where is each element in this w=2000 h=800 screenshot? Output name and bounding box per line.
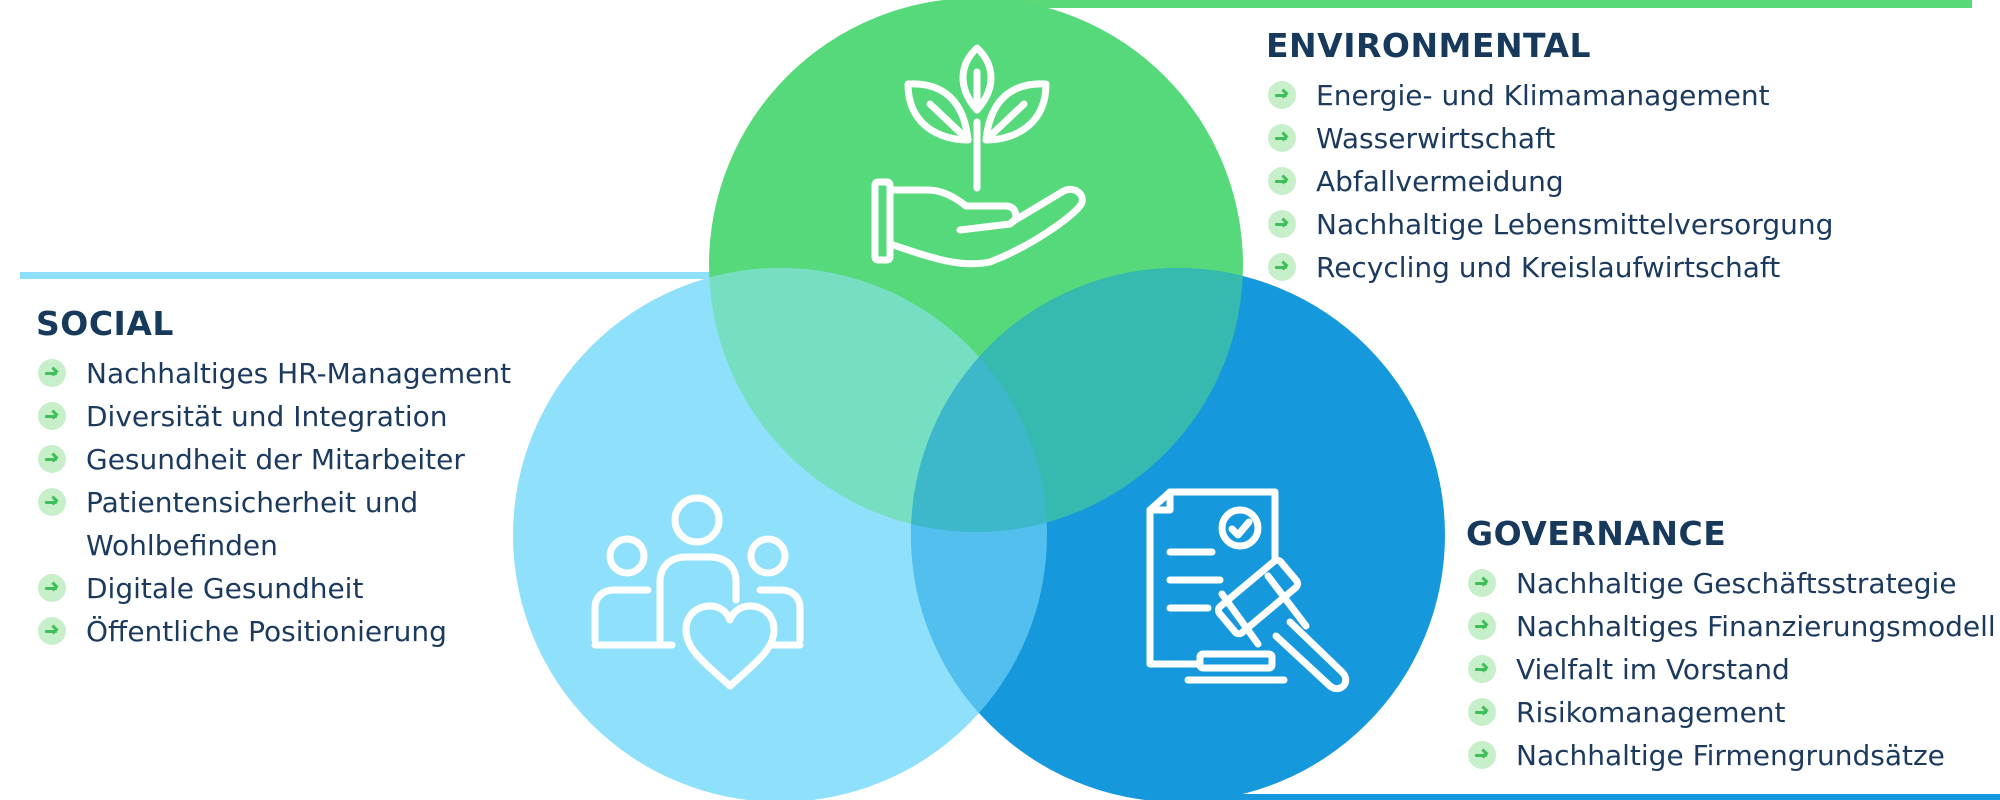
list-item-label: Digitale Gesundheit: [86, 572, 364, 605]
list-item-label: Nachhaltige Geschäftsstrategie: [1516, 567, 1957, 600]
list-item-label: Energie- und Klimamanagement: [1316, 79, 1770, 112]
list-item: Energie- und Klimamanagement: [1266, 74, 1986, 117]
arrow-right-icon: [1268, 167, 1296, 195]
arrow-right-icon: [38, 359, 66, 387]
list-item: Nachhaltige Lebensmittelversorgung: [1266, 203, 1986, 246]
list-item-label: Recycling und Kreislaufwirtschaft: [1316, 251, 1781, 284]
list-item-label: Diversität und Integration: [86, 400, 448, 433]
overlap-environmental-social: [709, 268, 1047, 532]
social-section: SOCIAL Nachhaltiges HR-Management Divers…: [36, 304, 536, 653]
arrow-right-icon: [38, 574, 66, 602]
list-item-label: Nachhaltiges HR-Management: [86, 357, 512, 390]
arrow-right-icon: [1468, 612, 1496, 640]
list-item: Gesundheit der Mitarbeiter: [36, 438, 536, 481]
list-item: Risikomanagement: [1466, 691, 1996, 734]
list-item: Nachhaltige Firmengrundsätze: [1466, 734, 1996, 777]
list-item-label: Nachhaltiges Finanzierungsmodell: [1516, 610, 1996, 643]
governance-section: GOVERNANCE Nachhaltige Geschäftsstrategi…: [1466, 514, 1996, 777]
list-item: Patientensicherheit und Wohlbefinden: [36, 481, 486, 567]
environmental-section: ENVIRONMENTAL Energie- und Klimamanageme…: [1266, 26, 1986, 289]
environmental-accent-line: [1010, 0, 1972, 8]
list-item-label: Gesundheit der Mitarbeiter: [86, 443, 465, 476]
people-heart-icon: [591, 494, 804, 690]
arrow-right-icon: [38, 445, 66, 473]
governance-list: Nachhaltige Geschäftsstrategie Nachhalti…: [1466, 562, 1996, 777]
arrow-right-icon: [1468, 741, 1496, 769]
list-item-label: Nachhaltige Lebensmittelversorgung: [1316, 208, 1834, 241]
list-item: Digitale Gesundheit: [36, 567, 536, 610]
list-item: Wasserwirtschaft: [1266, 117, 1986, 160]
social-accent-line: [20, 272, 740, 279]
list-item-label: Abfallvermeidung: [1316, 165, 1564, 198]
list-item-label: Öffentliche Positionierung: [86, 615, 447, 648]
list-item: Öffentliche Positionierung: [36, 610, 536, 653]
arrow-right-icon: [1268, 124, 1296, 152]
list-item-label: Wasserwirtschaft: [1316, 122, 1556, 155]
list-item: Diversität und Integration: [36, 395, 536, 438]
list-item: Abfallvermeidung: [1266, 160, 1986, 203]
document-gavel-icon: [1146, 488, 1350, 693]
arrow-right-icon: [1268, 210, 1296, 238]
hand-plant-icon: [871, 44, 1086, 268]
list-item: Nachhaltige Geschäftsstrategie: [1466, 562, 1996, 605]
arrow-right-icon: [1468, 698, 1496, 726]
list-item-label: Risikomanagement: [1516, 696, 1786, 729]
arrow-right-icon: [1268, 81, 1296, 109]
list-item-label: Patientensicherheit und Wohlbefinden: [86, 486, 419, 562]
arrow-right-icon: [38, 488, 66, 516]
overlap-environmental-governance: [911, 268, 1243, 532]
list-item: Nachhaltiges HR-Management: [36, 352, 536, 395]
list-item: Nachhaltiges Finanzierungsmodell: [1466, 605, 1996, 648]
list-item-label: Nachhaltige Firmengrundsätze: [1516, 739, 1945, 772]
social-list: Nachhaltiges HR-Management Diversität un…: [36, 352, 536, 653]
governance-accent-line: [1190, 794, 2000, 800]
list-item-label: Vielfalt im Vorstand: [1516, 653, 1790, 686]
governance-title: GOVERNANCE: [1466, 514, 1727, 553]
environmental-list: Energie- und Klimamanagement Wasserwirts…: [1266, 74, 1986, 289]
arrow-right-icon: [38, 402, 66, 430]
social-title: SOCIAL: [36, 304, 174, 343]
arrow-right-icon: [1468, 655, 1496, 683]
arrow-right-icon: [1268, 253, 1296, 281]
arrow-right-icon: [1468, 569, 1496, 597]
arrow-right-icon: [38, 617, 66, 645]
list-item: Recycling und Kreislaufwirtschaft: [1266, 246, 1986, 289]
environmental-title: ENVIRONMENTAL: [1266, 26, 1592, 65]
list-item: Vielfalt im Vorstand: [1466, 648, 1996, 691]
